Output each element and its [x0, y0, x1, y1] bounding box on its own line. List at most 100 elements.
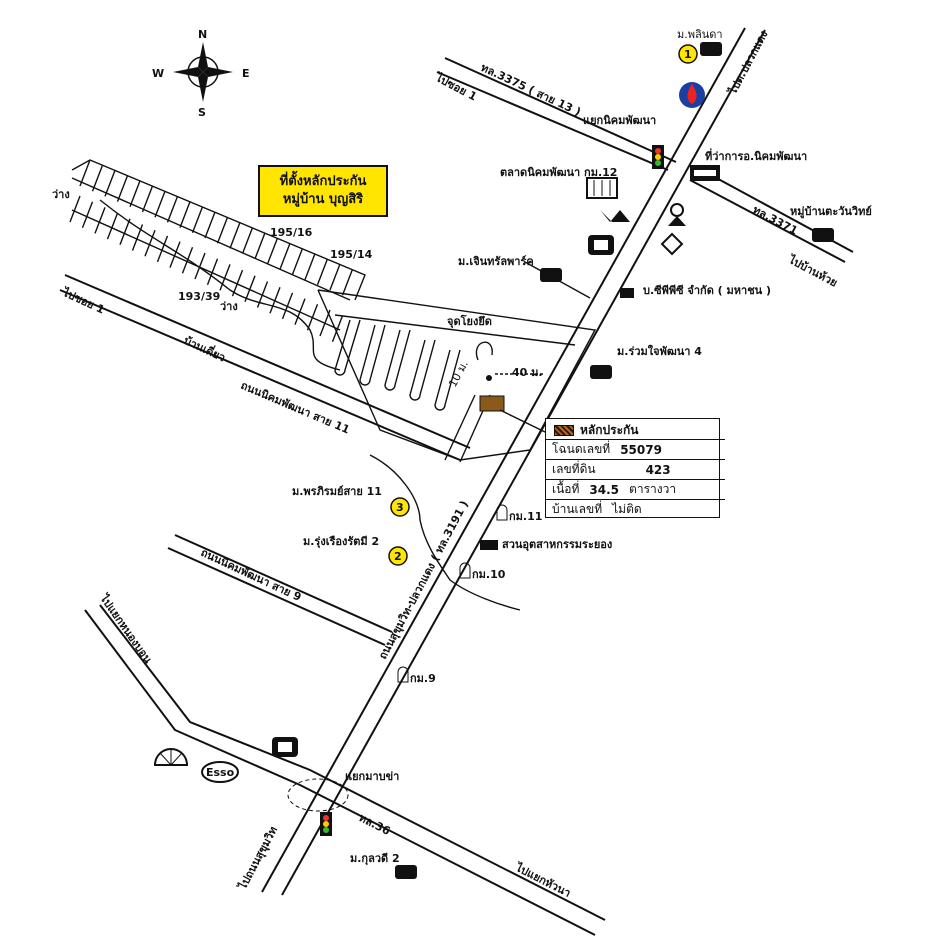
lot-divider [166, 196, 179, 223]
label-junction-map-kha: แยกมาบข่า [345, 770, 399, 783]
km-marker-icon [496, 504, 508, 521]
lot-divider [244, 275, 256, 303]
legend-header: หลักประกัน [554, 421, 639, 440]
lot-divider [254, 232, 266, 260]
label-vacant-a: ว่าง [52, 188, 70, 201]
lot-divider [256, 281, 269, 308]
label-mu-chinthorn: ม.เจินทรัลพาร์ค [458, 255, 534, 268]
marker-2: 2 [388, 546, 408, 566]
lot-divider [119, 218, 131, 246]
stream [369, 454, 521, 611]
lot-divider [266, 237, 279, 265]
lot-divider [106, 212, 119, 240]
lot-divider [79, 159, 91, 187]
shell-icon [153, 748, 189, 766]
title-line-1: ที่ตั้งหลักประกัน [279, 174, 367, 189]
road-36 [84, 604, 606, 936]
lot-divider [291, 248, 304, 275]
km-marker-icon [397, 666, 409, 683]
label-junction-nikhom: แยกนิคมพัฒนา [583, 114, 656, 127]
title-line-2: หมู่บ้าน บุญสิริ [282, 192, 364, 207]
road-nikhom-11 [59, 274, 471, 461]
label-to-sukhumvit: ไปถนนสุขุมวิท [234, 824, 281, 894]
label-mu-rungruang: ม.รุ่งเรืองรัตมี 2 [303, 535, 379, 549]
label-km10: กม.10 [472, 568, 506, 581]
label-lot-195-14: 195/14 [330, 248, 373, 261]
lot-divider [229, 222, 241, 249]
label-district-office: ที่ว่าการอ.นิคมพัฒนา [705, 148, 807, 163]
compass-s: S [198, 106, 206, 119]
svg-text:3: 3 [396, 501, 404, 514]
temple-icon [668, 203, 686, 226]
traffic-light-icon [320, 812, 332, 836]
lot-divider [294, 298, 306, 325]
lot-divider [94, 207, 106, 234]
label-to-hathanma: ไปแยกหัวนา [512, 859, 573, 900]
lot-divider [141, 185, 154, 213]
label-viewpoint: จุดโยงยึด [447, 314, 492, 329]
legend-row-house-no: บ้านเลขที่ ไม่ติด [546, 499, 725, 519]
label-km11: กม.11 [509, 510, 542, 523]
legend-row-land-no: เลขที่ดิน 423 [546, 459, 725, 479]
gas-station-icon [679, 82, 705, 108]
village-outline [69, 159, 597, 463]
label-road-36: ทล.36 [357, 811, 393, 838]
marker-1: 1 [678, 44, 698, 64]
compass-n: N [198, 28, 207, 41]
legend-title: หลักประกัน [580, 423, 639, 437]
label-to-ban-huai: ไปบ้านห้วย [785, 251, 840, 289]
legend-row-deed: โฉนดเลขที่ 55079 [546, 439, 725, 459]
lot-divider [241, 227, 254, 254]
house-icon [700, 42, 722, 56]
collateral-info-box: หลักประกัน โฉนดเลขที่ 55079 เลขที่ดิน 42… [545, 418, 725, 518]
title-box: ที่ตั้งหลักประกัน หมู่บ้าน บุญสิริ [258, 165, 388, 217]
svg-text:2: 2 [394, 550, 402, 563]
lot-divider [81, 201, 94, 228]
label-to-nong-bon: ไปแยกหนองบอน [96, 590, 155, 666]
factory-icon [480, 540, 498, 550]
esso-icon: Esso [201, 761, 239, 783]
legend-row-area: เนื้อที่ 34.5 ตารางวา [546, 479, 725, 499]
label-mu-kunthawee: ม.กุลวดี 2 [350, 852, 400, 866]
lot-divider [91, 164, 104, 192]
lot-divider [104, 170, 116, 197]
lot-divider [204, 211, 216, 239]
esso-label: Esso [206, 766, 235, 779]
lot-divider [181, 247, 194, 274]
lot-divider [179, 201, 191, 228]
lot-divider [156, 235, 169, 263]
lot-divider [144, 229, 156, 257]
shrine-icon [660, 232, 684, 256]
road-nikhom-9 [167, 534, 393, 646]
lot-divider [231, 269, 244, 297]
label-distance: 40 ม. [512, 366, 543, 379]
lot-divider [169, 241, 181, 268]
label-industrial-park: สวนอุตสาหกรรมระยอง [502, 538, 612, 552]
lot-divider [191, 206, 204, 234]
lot-divider [331, 315, 344, 342]
collateral-plot [479, 395, 505, 412]
house-icon [812, 228, 834, 242]
km-marker-icon [459, 562, 471, 579]
label-ban-diao: บ้านเดี่ยว [182, 332, 228, 364]
lot-divider [206, 258, 219, 285]
road-3191 [261, 27, 766, 896]
lot-divider [116, 175, 129, 202]
house-icon [590, 365, 612, 379]
label-mu-ruamjai: ม.ร่วมใจพัฒนา 4 [617, 344, 702, 358]
house-icon [540, 268, 562, 282]
lot-divider [219, 264, 231, 291]
label-village-tawanwit: หมู่บ้านตะวันวิทย์ [790, 205, 872, 219]
canal [99, 199, 341, 371]
compass-icon: N S W E [152, 28, 250, 119]
marker-3: 3 [390, 497, 410, 517]
lot-divider [316, 258, 329, 286]
lot-divider [194, 252, 206, 280]
label-market: ตลาดนิคมพัฒนา กม.12 [500, 166, 617, 179]
compass-w: W [152, 67, 164, 80]
lot-divider [279, 242, 291, 270]
label-lot-195-16: 195/16 [270, 226, 313, 239]
lot-divider [69, 195, 81, 223]
label-distance-small: 10 ม. [446, 358, 471, 389]
